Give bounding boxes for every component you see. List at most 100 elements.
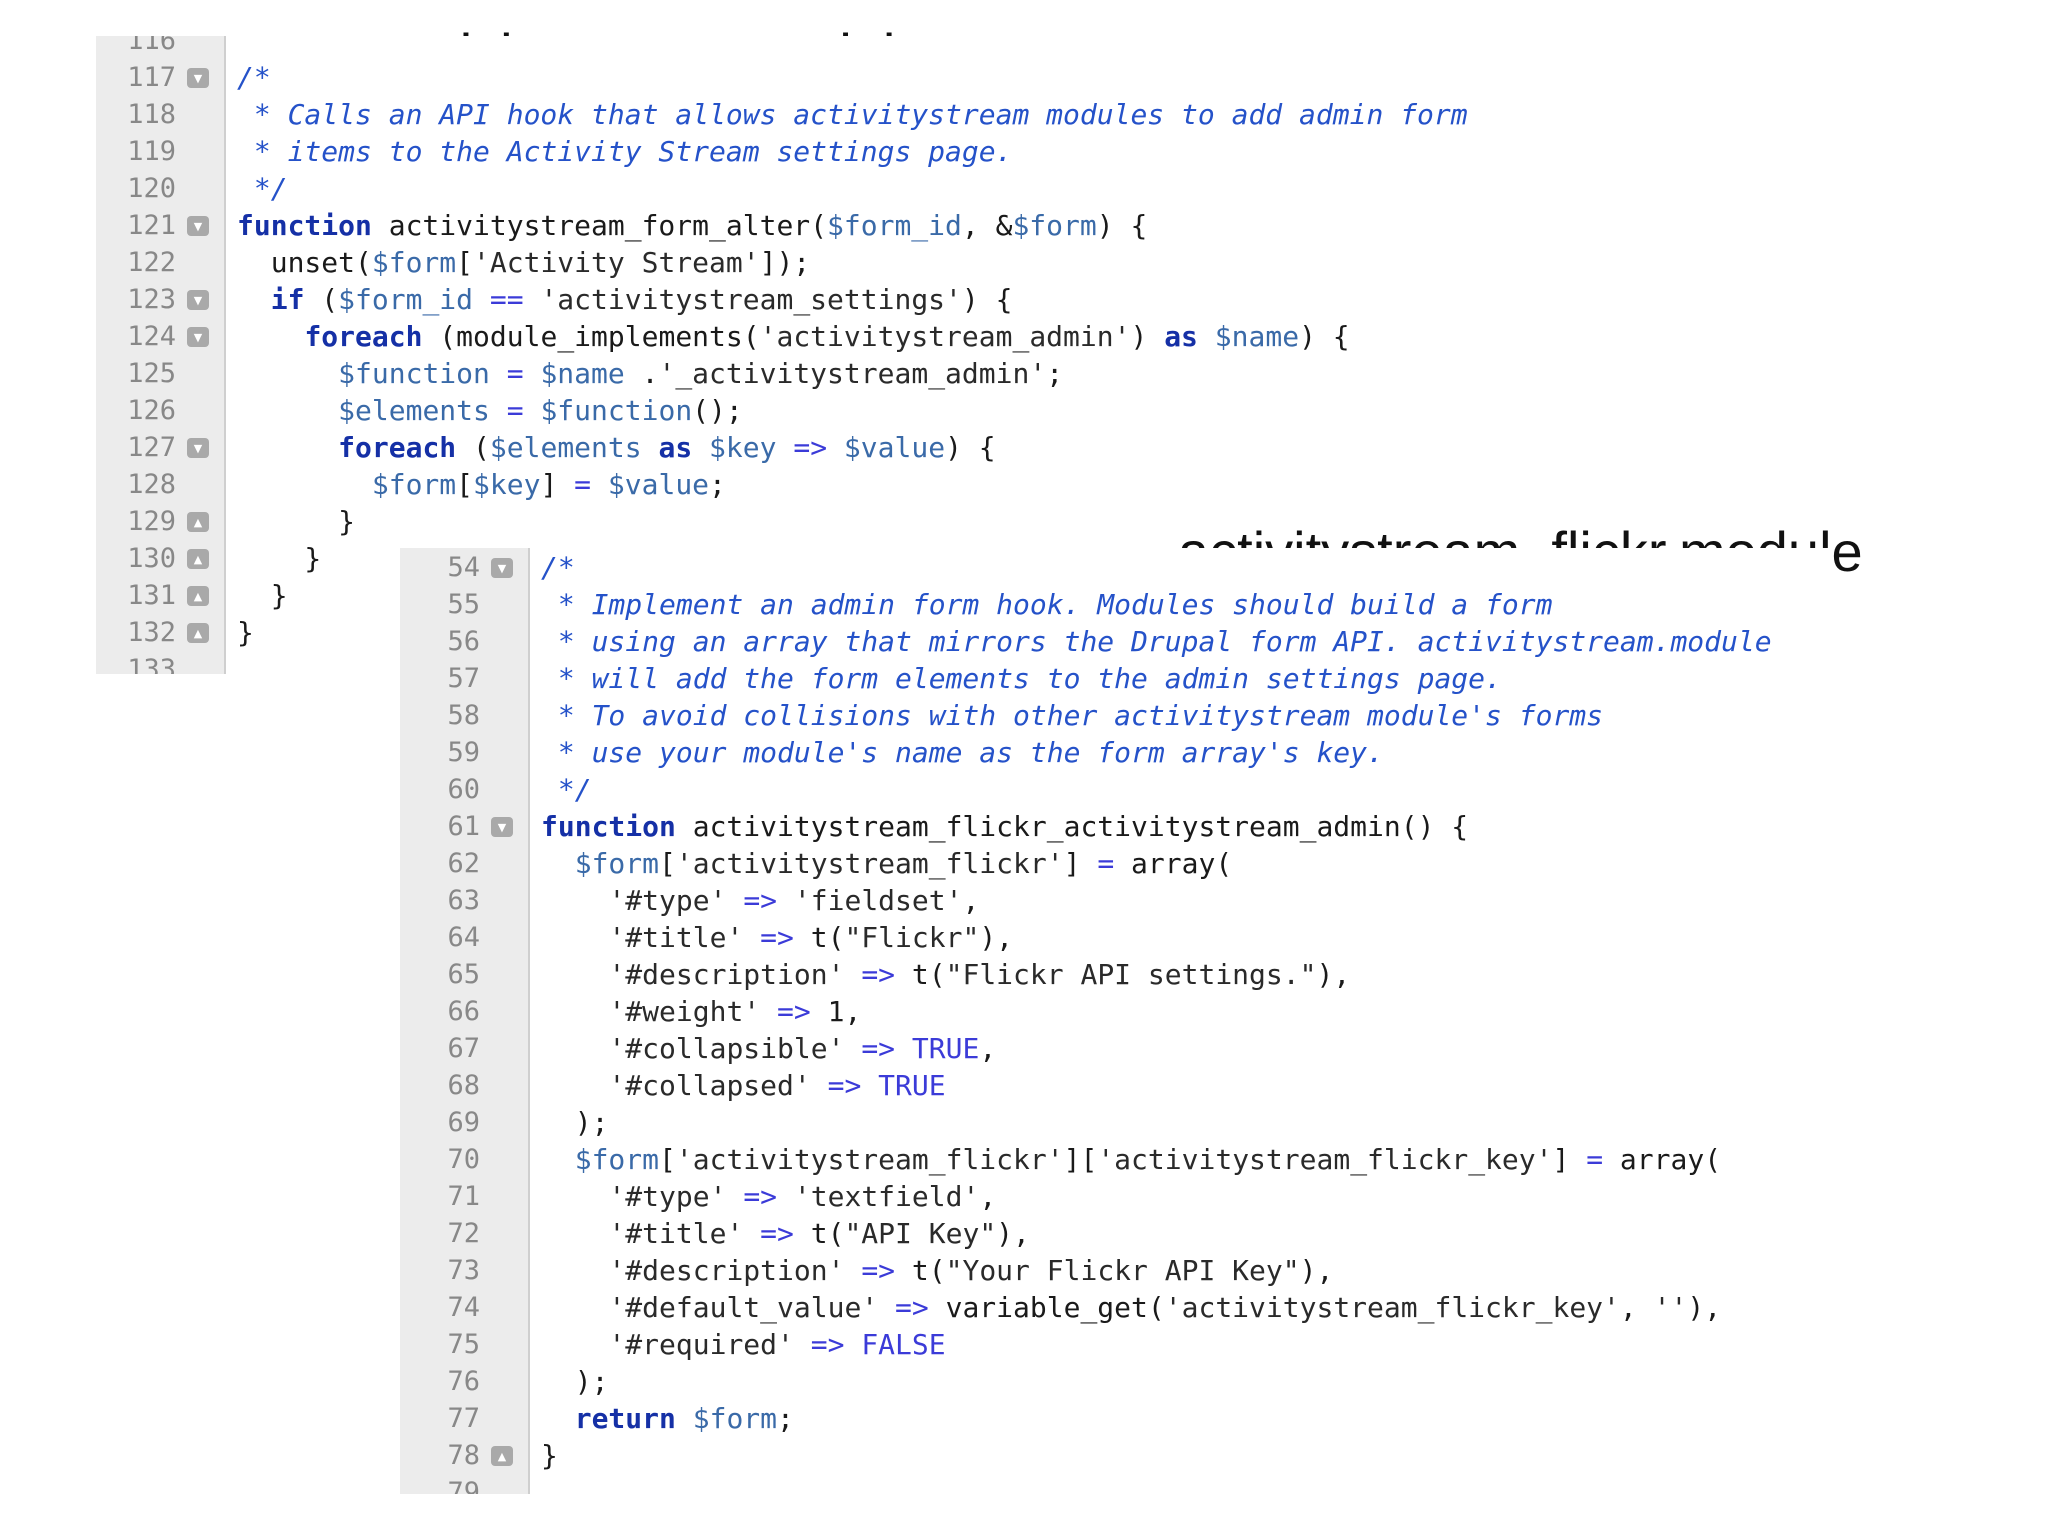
fold-collapse-icon[interactable]: ▼ [187,438,209,458]
fold-collapse-icon[interactable]: ▼ [187,216,209,236]
code-text: * items to the Activity Stream settings … [237,135,1013,168]
code-text: '#title' => t("Flickr"), [608,921,1014,954]
code-line: 74 '#default_value' => variable_get('act… [400,1289,1830,1326]
code-text: /* [237,61,271,94]
code-text: ); [541,1106,609,1139]
fold-collapse-icon[interactable]: ▼ [187,290,209,310]
code-text: foreach ($elements as $key => $value) { [338,431,996,464]
code-editor-activitystream-flickr[interactable]: 54▼/*55 * Implement an admin form hook. … [400,548,1830,1494]
fold-end-icon[interactable]: ▲ [491,1446,513,1466]
fold-end-icon[interactable]: ▲ [187,512,209,532]
line-number: 58 [447,700,480,731]
line-number: 123 [127,284,176,315]
code-line: 71 '#type' => 'textfield', [400,1178,1830,1215]
fold-end-icon[interactable]: ▲ [187,549,209,569]
line-number: 59 [447,737,480,768]
code-line: 78▲} [400,1437,1830,1474]
line-number: 130 [127,543,176,574]
line-number: 76 [447,1366,480,1397]
code-text: '#collapsed' => TRUE [608,1069,946,1102]
line-number: 73 [447,1255,480,1286]
line-number: 71 [447,1181,480,1212]
line-number: 124 [127,321,176,352]
code-line: 69 ); [400,1104,1830,1141]
line-number: 75 [447,1329,480,1360]
line-number: 61 [447,811,480,842]
code-line: 129▲ } [96,503,1526,540]
fold-collapse-icon[interactable]: ▼ [491,558,513,578]
code-text: $form['activitystream_flickr']['activity… [574,1143,1722,1176]
code-text: unset($form['Activity Stream']); [237,246,811,279]
code-text: '#description' => t("Flickr API settings… [608,958,1351,991]
code-text: * will add the form elements to the admi… [541,662,1502,695]
code-text: if ($form_id == 'activitystream_settings… [270,283,1013,316]
code-line: 76 ); [400,1363,1830,1400]
code-text: * using an array that mirrors the Drupal… [541,625,1772,658]
line-number: 64 [447,922,480,953]
code-text: */ [541,773,592,806]
code-text: $form[$key] = $value; [371,468,726,501]
code-line: 127 ▼ foreach ($elements as $key => $valu… [96,429,1526,466]
code-line: 57 * will add the form elements to the a… [400,660,1830,697]
code-line: 64 '#title' => t("Flickr"), [400,919,1830,956]
code-line: 67 '#collapsible' => TRUE, [400,1030,1830,1067]
line-number: 131 [127,580,176,611]
line-number: 133 [127,654,176,674]
line-number: 70 [447,1144,480,1175]
fold-collapse-icon[interactable]: ▼ [187,327,209,347]
code-line: 123 ▼ if ($form_id == 'activitystream_set… [96,281,1526,318]
line-number: 57 [447,663,480,694]
line-number: 129 [127,506,176,537]
code-text: */ [237,172,288,205]
line-number: 60 [447,774,480,805]
line-number: 79 [447,1477,480,1494]
code-line: 65 '#description' => t("Flickr API setti… [400,956,1830,993]
line-number: 69 [447,1107,480,1138]
code-text: '#title' => t("API Key"), [608,1217,1030,1250]
line-number: 78 [447,1440,480,1471]
code-line: 130 ▲ } [96,540,1526,577]
line-number: 119 [127,136,176,167]
code-line: 75 '#required' => FALSE [400,1326,1830,1363]
code-text: $elements = $function(); [338,394,743,427]
fold-collapse-icon[interactable]: ▼ [491,817,513,837]
code-line: 70 $form['activitystream_flickr']['activ… [400,1141,1830,1178]
code-line: 58 * To avoid collisions with other acti… [400,697,1830,734]
code-line: 62 $form['activitystream_flickr'] = arra… [400,845,1830,882]
line-number: 122 [127,247,176,278]
line-number: 126 [127,395,176,426]
code-text: ); [541,1365,609,1398]
code-text: } [237,579,288,612]
code-text: /* [541,551,575,584]
fold-end-icon[interactable]: ▲ [187,586,209,606]
line-number: 125 [127,358,176,389]
line-number: 77 [447,1403,480,1434]
code-text: '#default_value' => variable_get('activi… [608,1291,1722,1324]
code-line: 121▼function activitystream_form_alter($… [96,207,1526,244]
code-line: 66 '#weight' => 1, [400,993,1830,1030]
code-line: 55 * Implement an admin form hook. Modul… [400,586,1830,623]
code-line: 117 ▼ /* [96,59,1526,96]
line-number: 128 [127,469,176,500]
code-line: 119 * items to the Activity Stream setti… [96,133,1526,170]
line-number: 117 [127,62,176,93]
code-text: * Implement an admin form hook. Modules … [541,588,1553,621]
fold-collapse-icon[interactable]: ▼ [187,68,209,88]
line-number: 127 [127,432,176,463]
line-number: 74 [447,1292,480,1323]
line-number: 132 [127,617,176,648]
line-number: 116 [127,36,176,56]
code-line: 133 [96,651,1526,674]
code-text: $function = $name .'_activitystream_admi… [338,357,1064,390]
line-number: 65 [447,959,480,990]
fold-end-icon[interactable]: ▲ [187,623,209,643]
code-text: } [237,542,322,575]
code-text: '#description' => t("Your Flickr API Key… [608,1254,1334,1287]
line-number: 55 [447,589,480,620]
line-number: 72 [447,1218,480,1249]
code-line: 124▼ foreach (module_implements('activit… [96,318,1526,355]
code-line: 125 $function = $name .'_activitystream_… [96,355,1526,392]
code-text: '#weight' => 1, [608,995,862,1028]
